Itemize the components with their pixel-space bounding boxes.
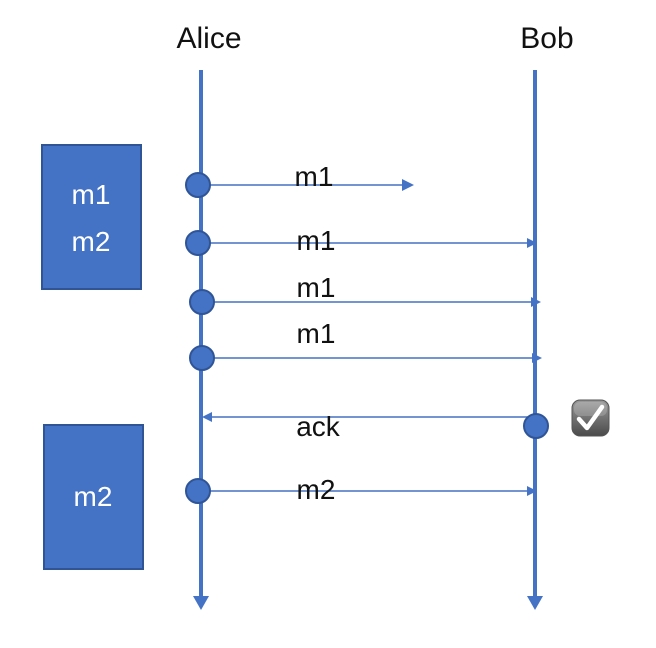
message-6-label: m2: [297, 474, 336, 505]
message-3: m1: [189, 272, 541, 315]
buffer-box-1: m1 m2: [41, 144, 142, 290]
message-5-label: ack: [296, 411, 341, 442]
send-node-5: [523, 413, 549, 439]
send-node-4: [189, 345, 215, 371]
actor-label-alice: Alice: [176, 22, 241, 55]
message-1-label: m1: [295, 161, 334, 192]
actor-label-bob: Bob: [520, 22, 573, 55]
message-1: m1: [185, 161, 414, 198]
lifeline-alice: [193, 70, 209, 610]
message-6: m2: [185, 474, 537, 505]
message-4-label: m1: [297, 318, 336, 349]
lifeline-bob: [527, 70, 543, 610]
checkbox-checked-icon: [571, 399, 610, 437]
send-node-1: [185, 172, 211, 198]
message-4: m1: [189, 318, 542, 371]
send-node-2: [185, 230, 211, 256]
buffer-box-1-line-1: m1: [72, 179, 111, 210]
buffer-box-2: m2: [43, 424, 144, 570]
buffer-box-2-line-1: m2: [74, 481, 113, 512]
message-2-label: m1: [297, 225, 336, 256]
message-5: ack: [202, 411, 549, 442]
message-3-label: m1: [297, 272, 336, 303]
send-node-6: [185, 478, 211, 504]
buffer-box-1-line-2: m2: [72, 226, 111, 257]
message-2: m1: [185, 225, 537, 256]
send-node-3: [189, 289, 215, 315]
